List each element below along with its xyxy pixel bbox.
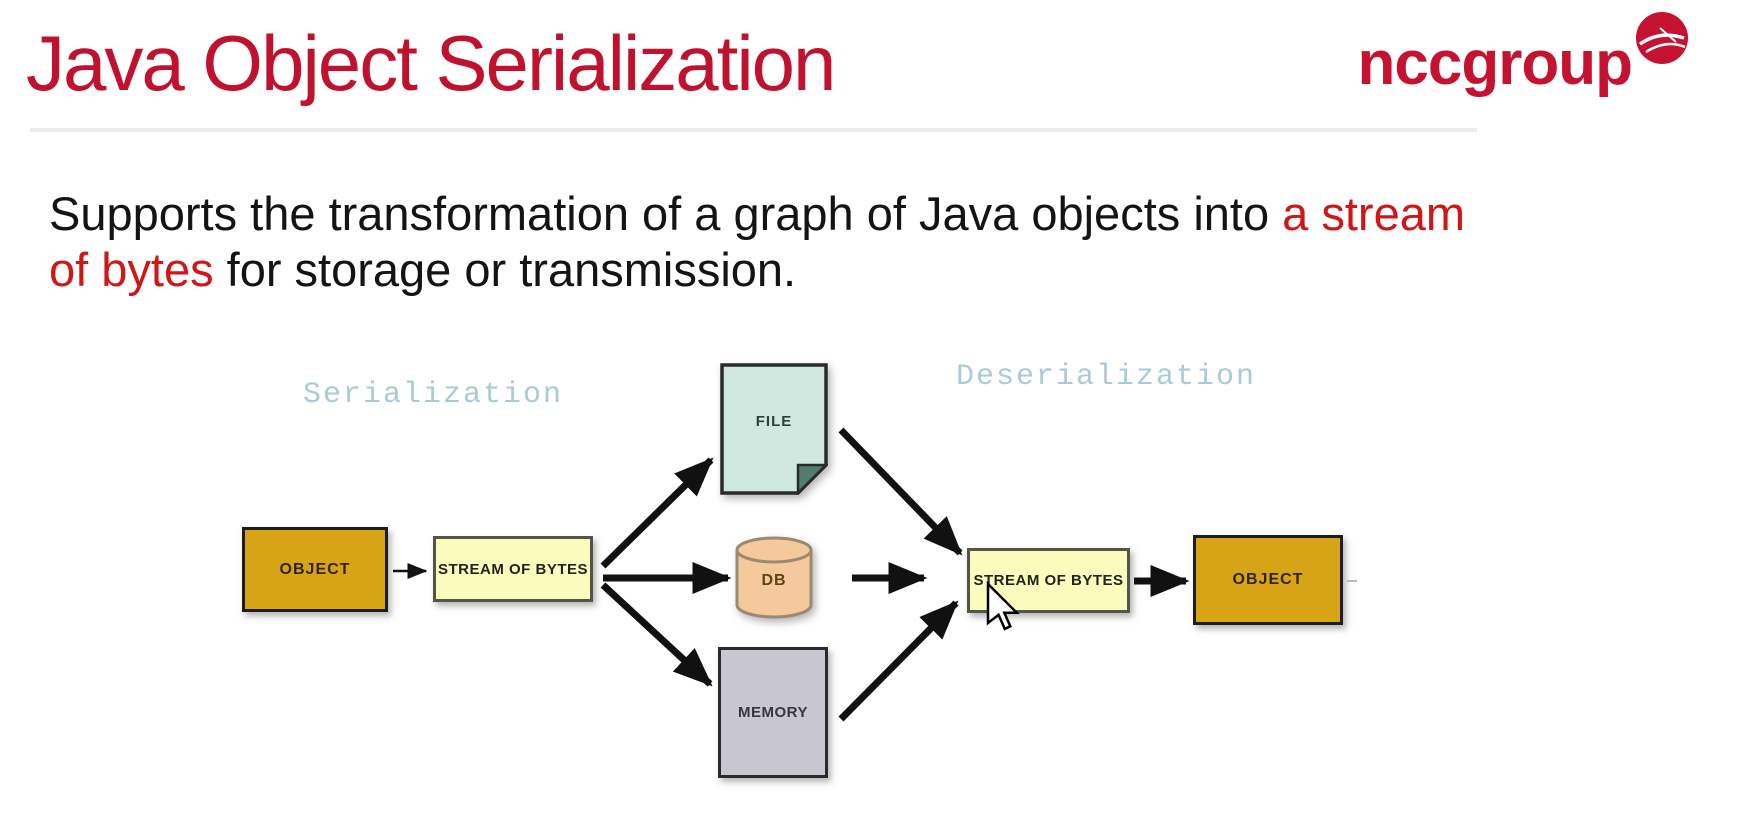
file-document-shape [720,363,830,497]
arrow-file-to-stream2 [838,427,963,556]
serialization-phase-label: Serialization [303,378,564,412]
intro-line-1: Supports the transformation of a graph o… [49,186,1549,242]
file-node: FILE [720,363,830,497]
arrow-stream1-to-file [600,457,714,569]
page-title: Java Object Serialization [26,19,836,107]
header-divider [30,128,1477,132]
ncc-group-logo: nccgroup [1294,12,1694,118]
memory-node: MEMORY [718,647,828,778]
file-node-label: FILE [755,413,793,430]
arrow-memory-to-stream2 [838,600,959,722]
db-node-label: DB [761,572,787,589]
intro-line-2: of bytes for storage or transmission. [49,242,1549,298]
intro-line2-red: of bytes [49,243,214,297]
stream-of-bytes-node-1: STREAM OF BYTES [433,536,593,602]
stream-of-bytes-node-2: STREAM OF BYTES [967,548,1130,613]
object-source-node: OBJECT [242,527,388,612]
intro-line1-red: a stream [1282,187,1465,240]
object-dest-node: OBJECT [1193,535,1343,625]
ncc-group-logo-text: nccgroup [1357,29,1633,98]
intro-line1-black: Supports the transformation of a graph o… [49,187,1283,240]
intro-paragraph: Supports the transformation of a graph o… [49,186,1549,299]
globe-swoosh-icon [1636,12,1688,64]
intro-line2-black: for storage or transmission. [213,243,797,297]
db-node: DB [735,536,813,620]
db-cylinder-shape [735,536,813,619]
arrow-stream1-to-memory [600,582,713,687]
deserialization-phase-label: Deserialization [956,360,1257,394]
